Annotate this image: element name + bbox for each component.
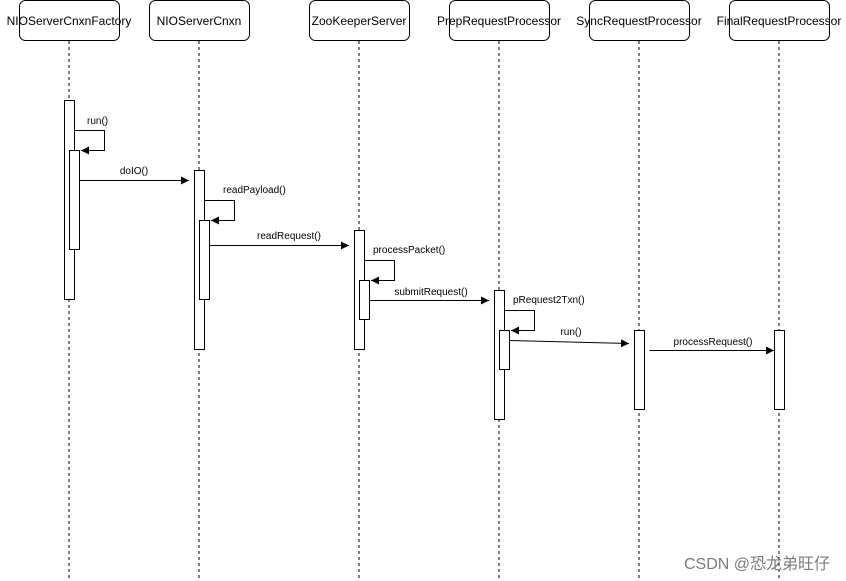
message-label: pRequest2Txn() [513, 295, 585, 306]
participant-label: ZooKeeperServer [312, 14, 407, 28]
participant-sync: SyncRequestProcessor [576, 0, 702, 41]
message-label: readRequest() [257, 231, 321, 242]
message-arrow [509, 339, 630, 348]
message-prequest2txn-self: pRequest2Txn() [504, 295, 585, 335]
watermark: CSDN @恐龙弟旺仔 [684, 555, 830, 573]
message-submitrequest: submitRequest() [369, 287, 489, 305]
message-arrow [74, 130, 105, 155]
participant-zks: ZooKeeperServer [309, 0, 410, 41]
participant-final: FinalRequestProcessor [717, 0, 842, 41]
message-doio: doIO() [79, 166, 189, 185]
message-label: run() [560, 327, 581, 338]
participant-cnxn: NIOServerCnxn [149, 0, 250, 41]
message-readpayload-self: readPayload() [204, 185, 286, 225]
activation-zks-inner [359, 280, 370, 320]
activations [64, 100, 785, 420]
participant-box [19, 0, 120, 41]
activation-final [774, 330, 785, 410]
message-arrow [364, 260, 395, 285]
message-readrequest: readRequest() [209, 231, 349, 250]
message-arrow [204, 200, 235, 225]
activation-cnxn-inner [199, 220, 210, 300]
message-arrow [504, 310, 535, 335]
participant-label: PrepRequestProcessor [437, 14, 561, 28]
messages: run() doIO() readPayload() readRequest()… [74, 116, 774, 355]
participant-prep: PrepRequestProcessor [437, 0, 561, 41]
participant-box [149, 0, 250, 41]
activation-prep-inner [499, 330, 510, 370]
participant-box [729, 0, 830, 41]
message-processpacket-self: processPacket() [364, 245, 445, 285]
participants: NIOServerCnxnFactory NIOServerCnxn ZooKe… [7, 0, 842, 41]
participant-box [309, 0, 410, 41]
participant-label: SyncRequestProcessor [576, 14, 701, 28]
participant-label: FinalRequestProcessor [717, 14, 842, 28]
participant-label: NIOServerCnxn [157, 14, 242, 28]
message-label: processRequest() [674, 337, 753, 348]
participant-box [449, 0, 550, 41]
lifelines [68, 41, 780, 578]
message-processrequest: processRequest() [649, 337, 774, 355]
participant-factory: NIOServerCnxnFactory [7, 0, 132, 41]
participant-box [589, 0, 690, 41]
activation-factory-inner [69, 150, 80, 250]
message-run-self: run() [74, 116, 108, 155]
message-run-sync: run() [509, 327, 630, 348]
activation-sync [634, 330, 645, 410]
message-label: processPacket() [373, 245, 445, 256]
message-label: run() [87, 116, 108, 127]
message-label: readPayload() [223, 185, 286, 196]
message-label: submitRequest() [394, 287, 467, 298]
participant-label: NIOServerCnxnFactory [7, 14, 132, 28]
message-label: doIO() [120, 166, 148, 177]
